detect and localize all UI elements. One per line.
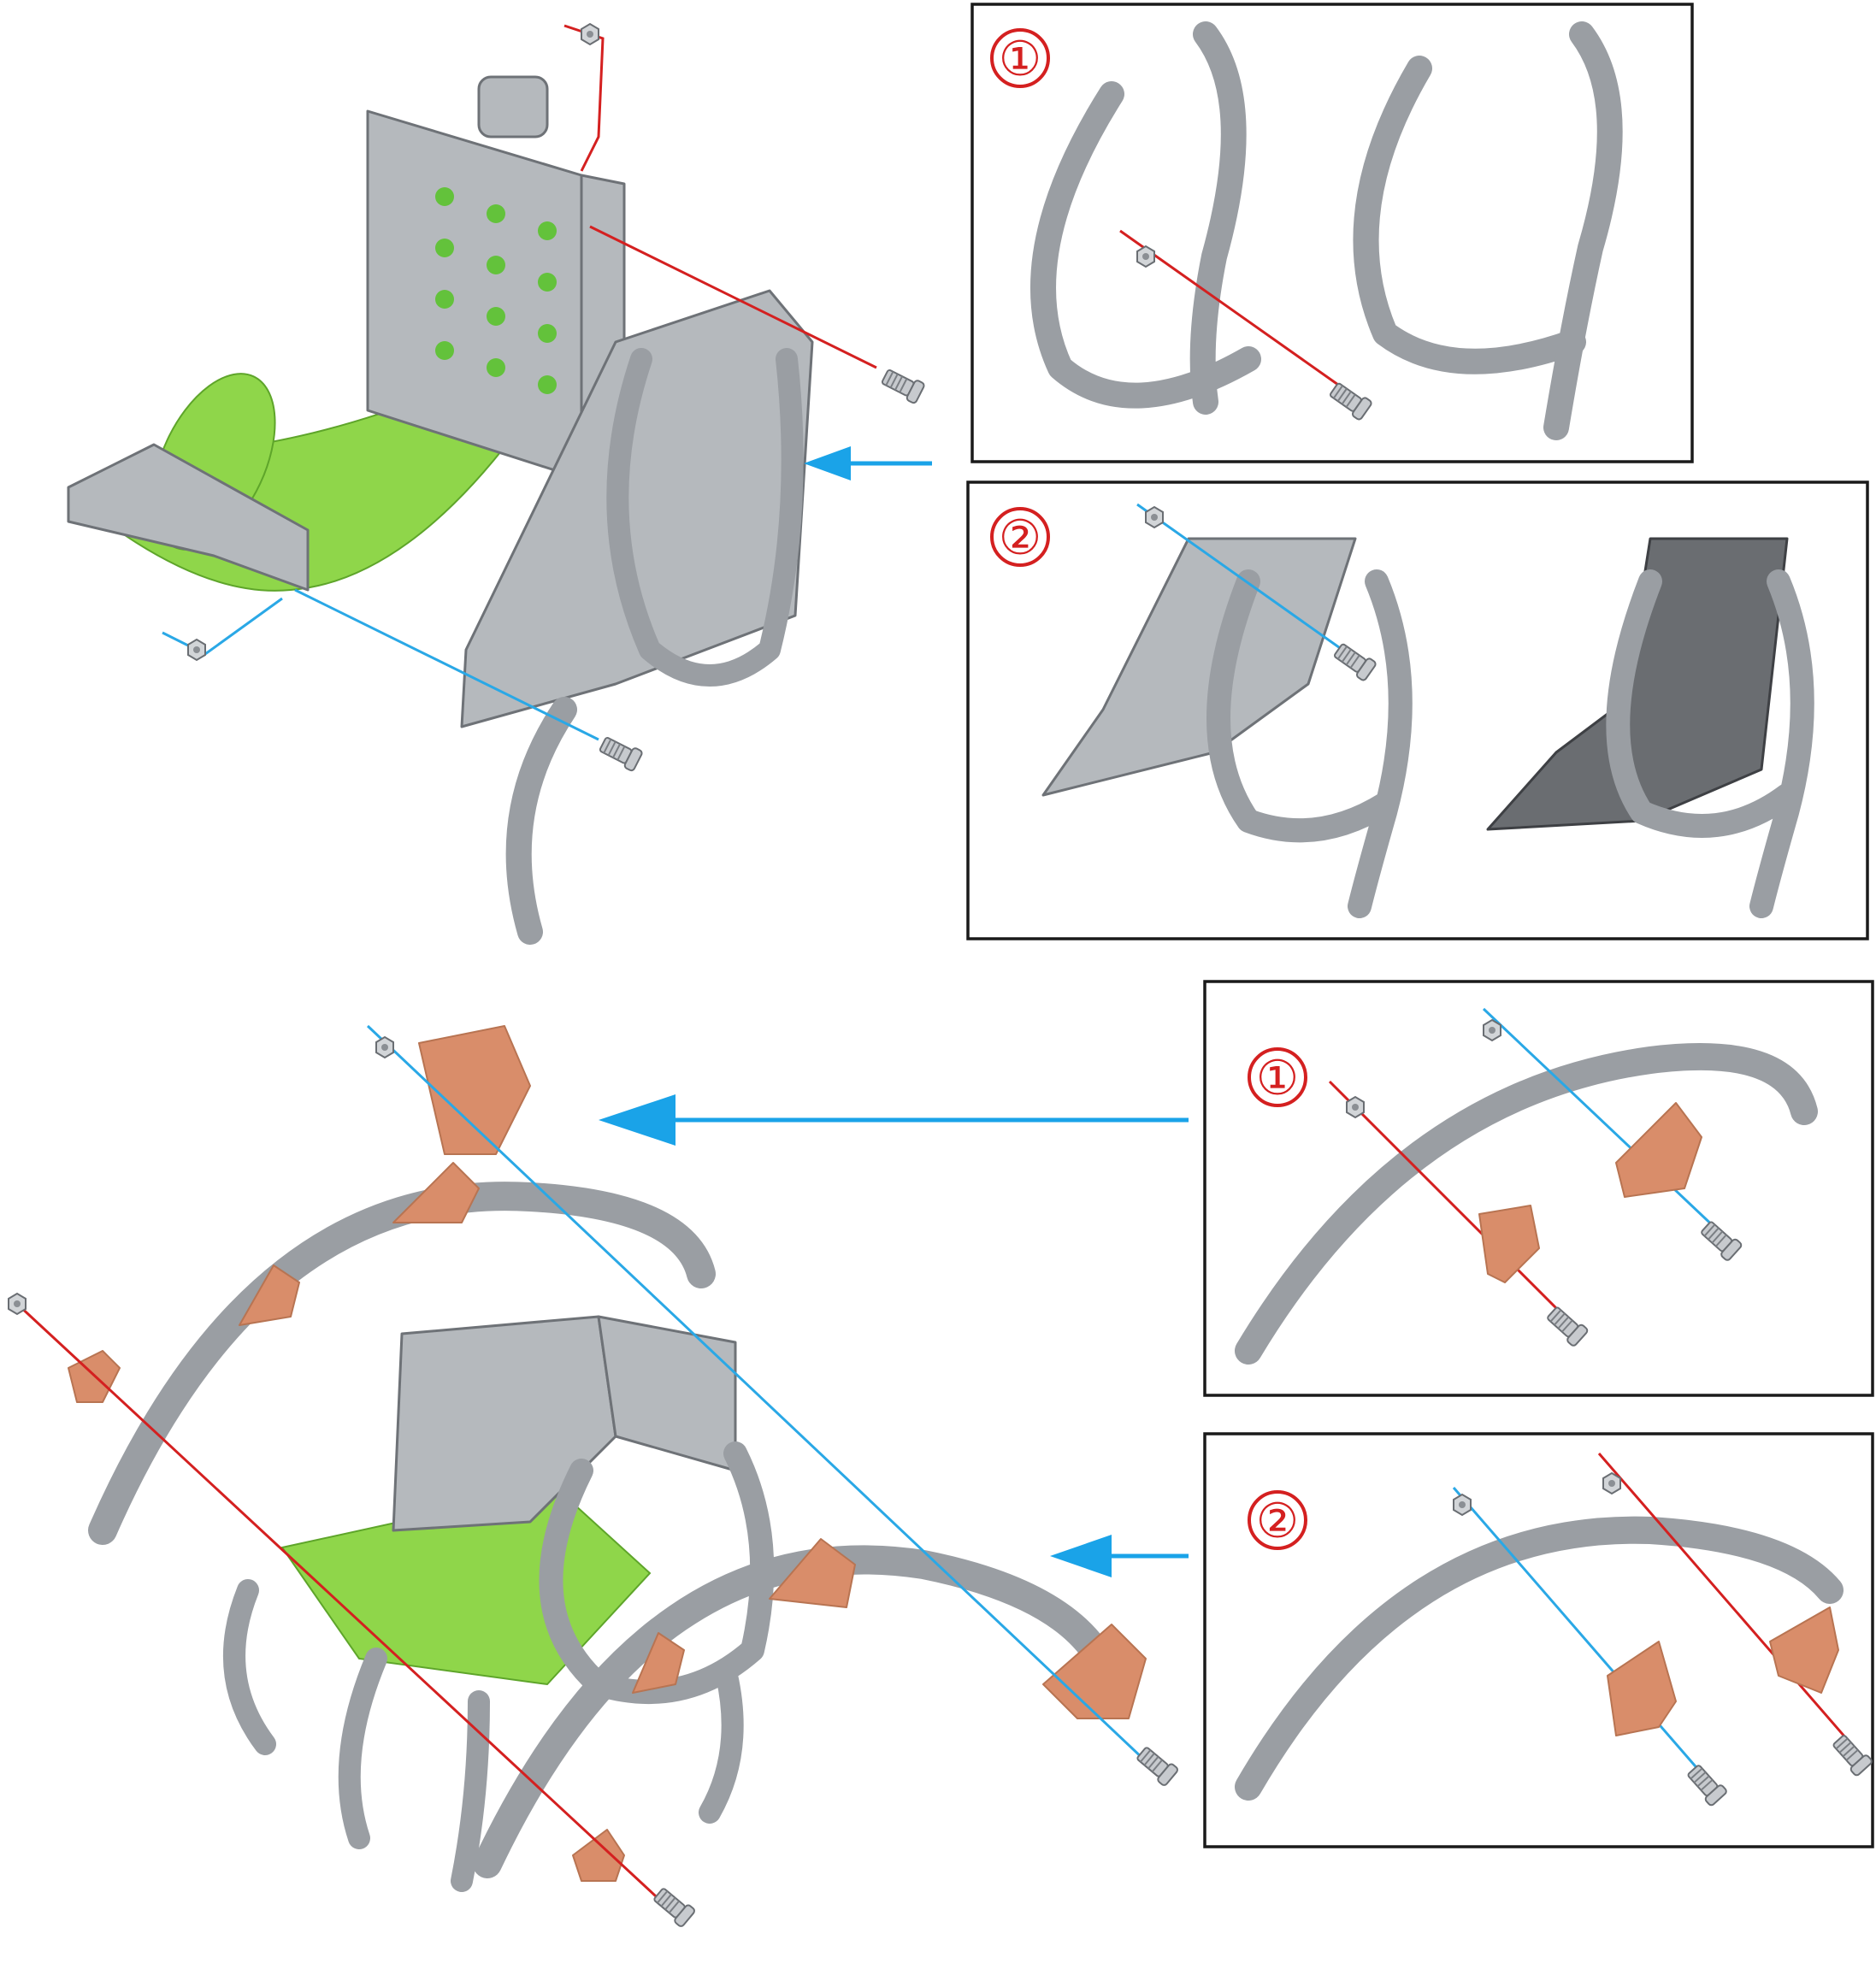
arc-strip [1235, 1043, 1818, 1365]
copper-fin [1769, 1606, 1839, 1694]
curved-hook-strip [1030, 81, 1261, 409]
nut-icon [375, 1036, 394, 1058]
copper-fin [1478, 1205, 1540, 1283]
front-bracket [67, 443, 310, 592]
copper-fin [392, 1162, 480, 1223]
arrow-left-icon [1050, 1535, 1112, 1577]
blue-axis [1482, 1007, 1720, 1233]
bolt-icon [879, 365, 926, 405]
copper-fin [632, 1632, 685, 1694]
seat-panel [392, 1315, 617, 1532]
nut-icon [581, 23, 599, 45]
step-number-top-2: ② [999, 510, 1041, 564]
step-box-bottom-1: ① [1203, 980, 1874, 1397]
blue-axis [1136, 503, 1343, 651]
copper-fin [1042, 1624, 1147, 1719]
blue-axis-bottom [294, 588, 599, 741]
curved-hook-strip [1543, 21, 1623, 440]
step-number-top-1: ① [999, 32, 1041, 85]
panel-green-holes [435, 187, 557, 394]
nut-icon [1602, 1472, 1621, 1494]
arrow-left-icon [804, 446, 851, 480]
red-axis-side [589, 225, 877, 369]
copper-fin [1615, 1102, 1702, 1198]
copper-fin [239, 1264, 300, 1326]
curved-hook-strip [1353, 56, 1586, 374]
frame-plate [460, 289, 814, 728]
seat-panel-side [597, 1315, 737, 1472]
copper-fin [572, 1829, 625, 1882]
red-axis [1119, 229, 1339, 386]
red-axis [1597, 1453, 1853, 1745]
nut-icon [1346, 1096, 1365, 1118]
curved-hook-strip [1189, 21, 1247, 415]
nut-icon [8, 1293, 27, 1315]
step-box-top-2: ② [966, 480, 1869, 940]
arc-strip [1235, 1516, 1844, 1801]
blue-axis-left [162, 597, 283, 656]
copper-fin [769, 1538, 856, 1608]
blue-axis [1452, 1487, 1708, 1779]
nut-icon [1483, 1019, 1501, 1041]
copper-fin [418, 1025, 531, 1155]
bolt-icon [597, 733, 644, 773]
leg-strip [699, 1665, 744, 1824]
top-bracket [477, 75, 549, 139]
bolt-icon [650, 1884, 697, 1929]
frame-loop [606, 348, 804, 687]
copper-fin [1607, 1641, 1677, 1736]
top-left-assembly [67, 23, 932, 945]
hook-strip-exploded [1206, 569, 1397, 843]
red-axis-long [15, 1302, 669, 1908]
hook-strip-assembled [1749, 569, 1814, 918]
blue-axis-long [366, 1024, 1147, 1763]
nut-icon [1136, 245, 1155, 268]
step-number-bottom-2: ② [1256, 1494, 1299, 1547]
red-axis-top [563, 24, 605, 172]
nut-icon [1453, 1494, 1472, 1516]
leg-strip [338, 1648, 387, 1849]
front-loop-strip [539, 1441, 775, 1704]
leg-strip [223, 1579, 276, 1755]
nut-icon [187, 639, 206, 661]
bottom-left-assembly [8, 1024, 1189, 1929]
step-box-bottom-2: ② [1203, 1432, 1874, 1848]
step-box-top-1: ① [970, 3, 1694, 463]
step-number-bottom-1: ① [1256, 1051, 1299, 1105]
loose-curved-strip [505, 697, 577, 945]
bolt-icon [1133, 1743, 1180, 1788]
nut-icon [1145, 506, 1164, 528]
leg-strip [451, 1690, 490, 1892]
arrow-left-icon [599, 1094, 675, 1146]
hook-strip-assembled [1606, 569, 1799, 838]
hook-strip-exploded [1348, 569, 1413, 918]
red-axis [1328, 1080, 1566, 1318]
